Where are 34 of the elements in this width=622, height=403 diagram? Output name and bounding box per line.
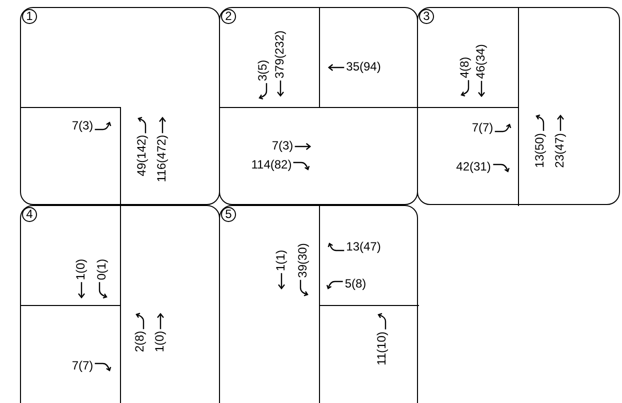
traffic-count: 2(8) <box>134 330 146 352</box>
intersection-panel <box>20 205 220 403</box>
traffic-count: 379(232) <box>274 30 286 79</box>
traffic-count: 13(47) <box>346 240 381 254</box>
traffic-count: 7(3) <box>272 140 294 152</box>
traffic-count: 13(50) <box>534 133 546 168</box>
traffic-count: 1(0) <box>154 330 166 352</box>
traffic-count: 42(31) <box>456 160 491 174</box>
intersection-panel <box>219 205 418 403</box>
traffic-count: 49(142) <box>136 134 148 176</box>
traffic-count: 1(1) <box>274 250 288 272</box>
traffic-count: 7(7) <box>72 360 94 372</box>
panel-number: 3 <box>419 9 434 24</box>
traffic-count: 7(3) <box>72 120 94 132</box>
traffic-count: 3(5) <box>256 60 270 82</box>
panel-number: 1 <box>22 9 37 24</box>
intersection-panel <box>219 7 418 205</box>
panel-number: 2 <box>221 9 236 24</box>
traffic-count: 46(34) <box>474 44 488 79</box>
traffic-count: 114(82) <box>251 158 292 172</box>
traffic-count: 4(8) <box>458 56 472 78</box>
traffic-count: 35(94) <box>346 60 381 74</box>
traffic-count: 0(1) <box>96 258 108 280</box>
panel-number: 4 <box>22 207 37 222</box>
panel-number: 5 <box>221 207 236 222</box>
intersection-panel <box>417 7 620 205</box>
traffic-count: 7(7) <box>472 122 494 134</box>
traffic-count: 11(10) <box>376 332 388 366</box>
traffic-count: 23(47) <box>554 133 566 168</box>
traffic-count: 5(8) <box>344 278 366 290</box>
traffic-count: 116(472) <box>156 134 168 182</box>
intersection-panel <box>20 7 220 205</box>
traffic-count: 39(30) <box>296 243 310 278</box>
traffic-count: 1(0) <box>74 258 88 280</box>
